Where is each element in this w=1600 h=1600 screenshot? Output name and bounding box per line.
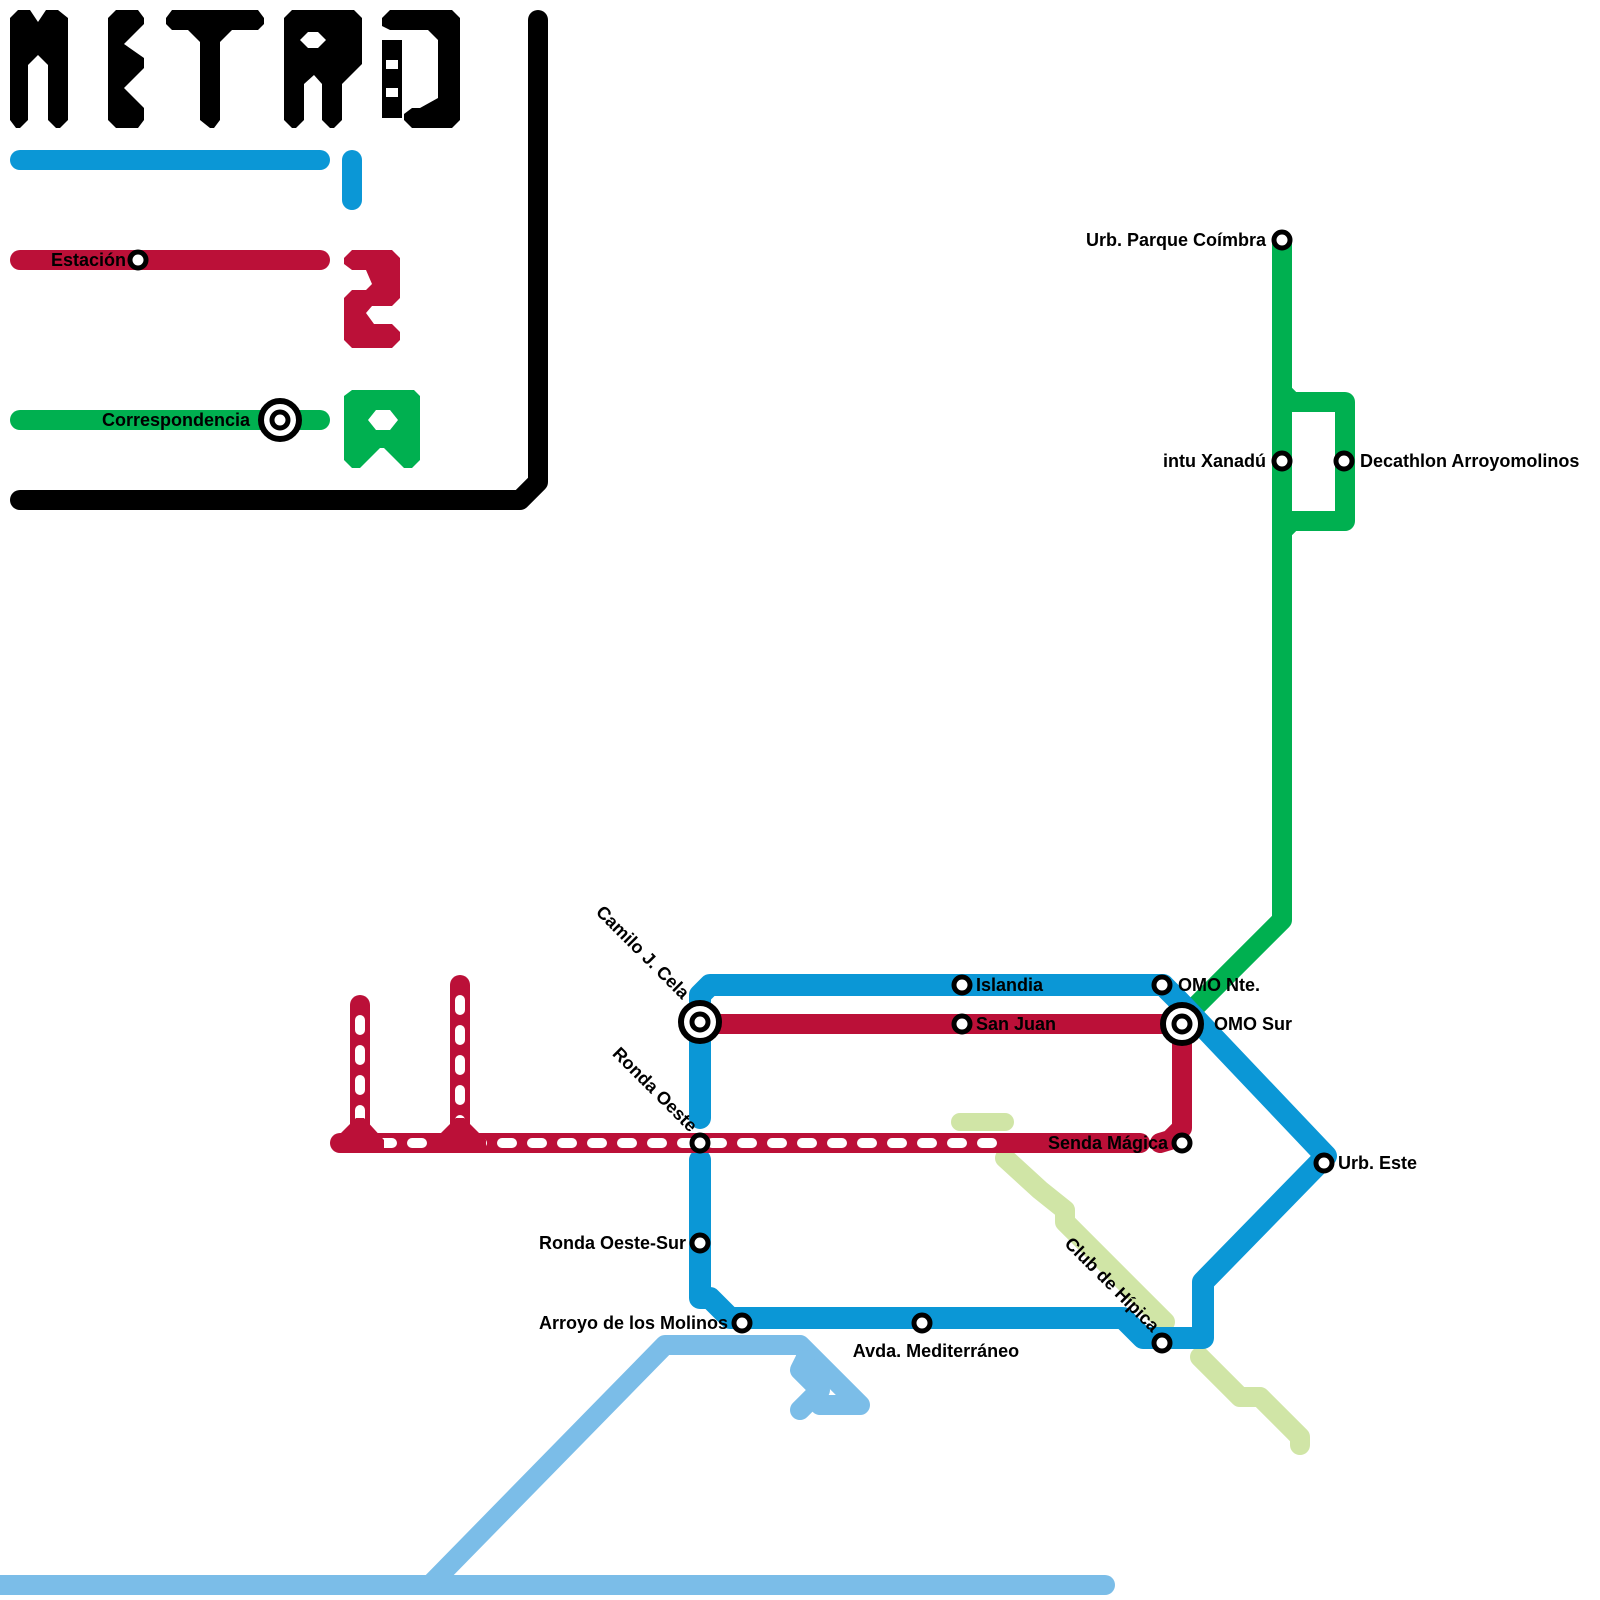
logo-letter-r-hole <box>300 32 326 48</box>
intu-xanadu-station-icon[interactable] <box>1271 450 1293 472</box>
omo-sur-interchange-icon-inner <box>1171 1013 1193 1035</box>
legend-interchange-label: Correspondencia <box>102 410 251 430</box>
san-juan-label: San Juan <box>976 1014 1056 1034</box>
planned-blue-branch <box>420 1335 870 1595</box>
omo-nte-label: OMO Nte. <box>1178 975 1260 995</box>
logo-letter-d-bar <box>382 40 402 118</box>
urb-este-station-icon[interactable] <box>1313 1152 1335 1174</box>
line-2-junction-east <box>434 1118 486 1150</box>
planned-blue-spur <box>790 1350 830 1420</box>
legend-station-icon <box>127 249 149 271</box>
decathlon-arroyomolinos-label: Decathlon Arroyomolinos <box>1360 451 1579 471</box>
logo-letter-t-shape <box>166 10 264 128</box>
line-1-main <box>689 974 1174 1129</box>
urb-este-label: Urb. Este <box>1338 1153 1417 1173</box>
avda-mediterraneo-label: Avda. Mediterráneo <box>853 1341 1019 1361</box>
intu-xanadu-label: intu Xanadú <box>1163 451 1266 471</box>
logo-letter-d-dash <box>386 60 398 69</box>
urb-parque-coimbra-station-icon[interactable] <box>1271 229 1293 251</box>
ronda-oeste-sur-station-icon[interactable] <box>689 1232 711 1254</box>
urb-parque-coimbra-label: Urb. Parque Coímbra <box>1086 230 1267 250</box>
line-1-east <box>689 974 1337 1349</box>
arroyo-de-los-molinos-label: Arroyo de los Molinos <box>539 1313 728 1333</box>
stations <box>678 229 1355 1354</box>
logo-letter-m-shape <box>10 10 68 128</box>
planned-green-southeast <box>1190 1347 1310 1455</box>
logo-letter-d-shape <box>382 10 460 128</box>
line-2-main <box>690 1014 1192 1153</box>
ronda-oeste-station-icon[interactable] <box>689 1132 711 1154</box>
logo-letter-r-shape <box>284 10 362 128</box>
ronda-oeste-sur-label: Ronda Oeste-Sur <box>539 1233 686 1253</box>
logo-frame <box>10 10 548 510</box>
ronda-oeste-label: Ronda Oeste <box>609 1043 702 1136</box>
legend-station-label: Estación <box>51 250 126 270</box>
club-de-hipica-station-icon[interactable] <box>1151 1332 1173 1354</box>
line-2-junction-west <box>334 1118 384 1150</box>
metro-lines <box>330 230 1355 1349</box>
legend-numeral-2 <box>344 250 400 348</box>
arroyo-de-los-molinos-station-icon[interactable] <box>731 1312 753 1334</box>
san-juan-station-icon[interactable] <box>951 1013 973 1035</box>
planned-green-diagonal <box>995 1148 1175 1332</box>
senda-magica-label: Senda Mágica <box>1048 1133 1169 1153</box>
legend-interchange-icon-inner <box>269 409 291 431</box>
legend-numeral-r-hole <box>368 410 398 430</box>
decathlon-arroyomolinos-station-icon[interactable] <box>1333 450 1355 472</box>
senda-magica-station-icon[interactable] <box>1171 1132 1193 1154</box>
logo: Estación Correspondencia <box>10 10 548 510</box>
line-r-trunk <box>1172 230 1292 1030</box>
islandia-station-icon[interactable] <box>951 974 973 996</box>
omo-sur-label: OMO Sur <box>1214 1014 1292 1034</box>
islandia-label: Islandia <box>976 975 1044 995</box>
omo-nte-station-icon[interactable] <box>1151 974 1173 996</box>
camilo-j-cela-interchange-icon-inner <box>689 1011 711 1033</box>
avda-mediterraneo-station-icon[interactable] <box>911 1312 933 1334</box>
planned-lines <box>0 1113 1310 1595</box>
logo-letter-d-dash <box>386 88 398 97</box>
camilo-j-cela-label: Camilo J. Cela <box>592 902 694 1004</box>
logo-letter-e-shape <box>108 10 144 128</box>
